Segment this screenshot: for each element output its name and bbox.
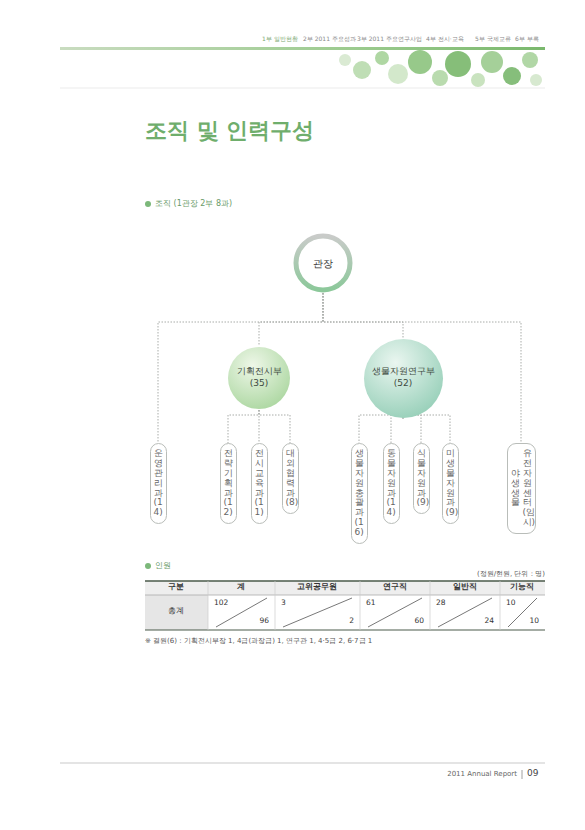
department-name: 대외협력과 (8) xyxy=(286,449,295,508)
nav-item: 4부 전시·교육 xyxy=(426,36,464,43)
nav-item: 2부 2011 주요성과 xyxy=(303,36,356,43)
unit-name: (52) xyxy=(394,378,412,390)
table-cell: 10 xyxy=(529,617,539,626)
table-header: 연구직 xyxy=(383,583,407,592)
table-col-rules xyxy=(208,581,500,630)
section-heading: 조직 (1관장 2부 8과) xyxy=(155,199,232,208)
department-name: 운영관리과 (14) xyxy=(154,449,163,518)
cell-diagonals xyxy=(216,598,537,627)
table-header: 기능직 xyxy=(510,583,534,592)
department-name: 생물자원총괄과 (16) xyxy=(355,449,364,538)
unit-name: (35) xyxy=(250,378,268,390)
table-header: 고위공무원 xyxy=(297,583,337,592)
page-title: 조직 및 인력구성 xyxy=(145,118,314,143)
table-cell: 3 xyxy=(281,599,286,608)
table-cell: 61 xyxy=(366,599,376,608)
org-connector xyxy=(228,410,259,443)
footnote: ※ 결원(6) : 기획전시부장 1, 4급(과장급) 1, 연구관 1, 4·… xyxy=(145,637,372,645)
org-connector xyxy=(403,415,450,443)
org-connector xyxy=(359,415,403,443)
department-name: 야생생물 xyxy=(511,469,520,509)
table-cell: 2 xyxy=(349,617,354,626)
bullet-dot xyxy=(145,201,151,207)
header-bubbles xyxy=(339,50,542,87)
department-name: 미생물자원과 (9) xyxy=(446,449,455,518)
footer-divider xyxy=(522,770,523,779)
table-header: 계 xyxy=(237,583,245,592)
org-circle: 생물자원연구부(52) xyxy=(363,338,444,419)
department-box: 생물자원총괄과 (16) xyxy=(351,443,368,544)
table-rule xyxy=(145,630,545,631)
org-connector xyxy=(403,415,421,443)
org-connector xyxy=(323,293,403,338)
section-heading: 인원 xyxy=(155,561,171,570)
unit-name: 관장 xyxy=(313,257,333,270)
department-box: 미생물자원과 (9) xyxy=(442,443,459,524)
page-number: 09 xyxy=(527,768,538,778)
table-header-ground xyxy=(145,581,545,595)
department-name: 동물자원과 (14) xyxy=(387,449,396,518)
table-rule xyxy=(145,595,545,596)
department-box: 전략기획과 (12) xyxy=(220,443,237,524)
org-connector xyxy=(391,415,403,443)
table-cell: 28 xyxy=(436,599,446,608)
department-name: 식물자원과 (9) xyxy=(417,449,426,508)
table-cell: 10 xyxy=(506,599,516,608)
org-connector xyxy=(323,293,521,443)
department-box: 동물자원과 (14) xyxy=(383,443,400,524)
nav-item: 3부 2011 주요연구사업 xyxy=(357,36,422,43)
department-name: 유전자원센터(임시) xyxy=(523,449,532,528)
table-cell: 24 xyxy=(484,617,494,626)
unit-note: (정원/현원, 단위 : 명) xyxy=(477,570,545,578)
table-row-head-ground xyxy=(145,595,208,630)
department-box: 야생생물유전자원센터(임시) xyxy=(507,443,536,534)
org-connector xyxy=(259,410,290,443)
department-box: 식물자원과 (9) xyxy=(413,443,430,514)
nav-item: 5부 국제교류 xyxy=(475,36,511,43)
unit-name: 기획전시부 xyxy=(237,366,282,378)
table-header: 구분 xyxy=(168,583,184,592)
org-connector xyxy=(158,293,323,443)
unit-name: 생물자원연구부 xyxy=(372,366,435,378)
table-cell: 60 xyxy=(414,617,424,626)
department-box: 운영관리과 (14) xyxy=(150,443,167,524)
table-cell: 96 xyxy=(259,617,269,626)
header-rule xyxy=(60,88,545,89)
row-header: 총계 xyxy=(168,607,184,616)
nav-item: 1부 일반현황 xyxy=(262,36,298,43)
table-rule xyxy=(145,580,545,582)
nav-item: 6부 부록 xyxy=(515,36,539,43)
org-circle: 기획전시부(35) xyxy=(227,346,291,410)
department-box: 전시교육과 (11) xyxy=(251,443,268,524)
org-connector xyxy=(259,410,260,443)
table-cell: 102 xyxy=(214,599,228,608)
department-box: 대외협력과 (8) xyxy=(282,443,299,514)
table-header: 일반직 xyxy=(453,583,477,592)
footer-text: 2011 Annual Report xyxy=(447,770,517,778)
org-connector xyxy=(259,293,323,346)
footer-rule xyxy=(60,763,545,764)
bullet-dot xyxy=(145,563,151,569)
department-name: 전시교육과 (11) xyxy=(255,449,264,518)
org-circle: 관장 xyxy=(293,233,353,293)
header-strip xyxy=(60,47,545,50)
department-name: 전략기획과 (12) xyxy=(224,449,233,518)
